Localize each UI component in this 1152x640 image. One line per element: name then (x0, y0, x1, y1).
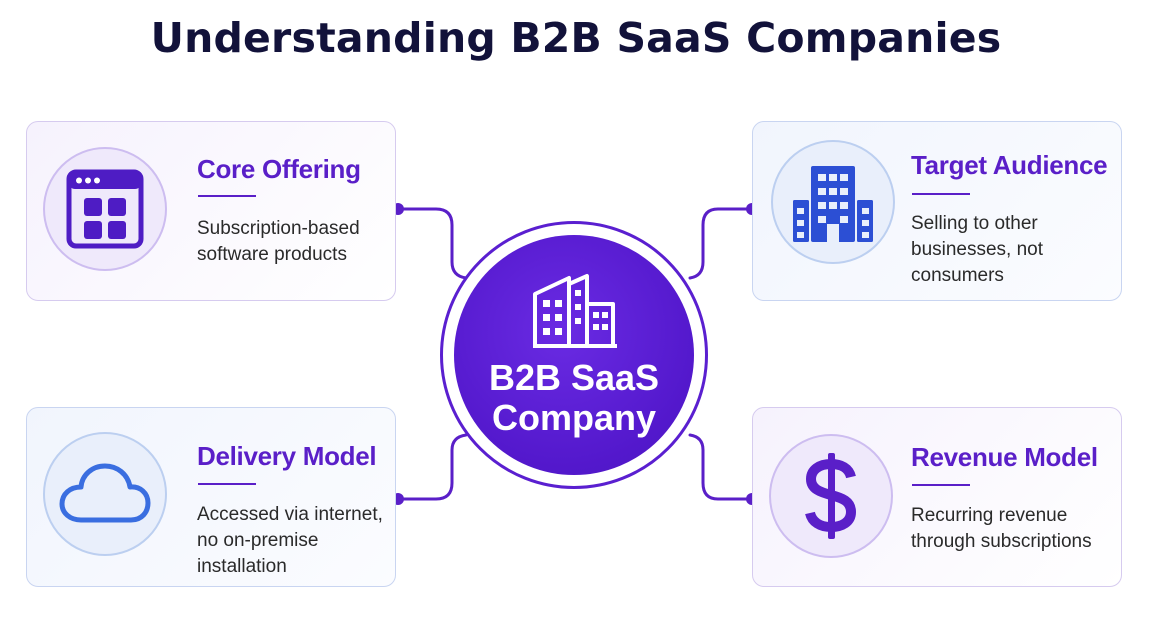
core-offering-icon-circle (43, 147, 167, 271)
card-desc-line: businesses, not (911, 239, 1044, 260)
hub-label-line: Company (491, 397, 657, 438)
connector-core-offering (396, 207, 468, 280)
hub-label: B2B SaaS Company (454, 358, 694, 438)
card-desc-line: consumers (911, 265, 1004, 286)
buildings-icon (533, 274, 617, 348)
card-desc-delivery-model: Accessed via internet, no on-premise ins… (197, 502, 395, 580)
target-audience-icon-circle (771, 140, 895, 264)
delivery-model-icon-circle (43, 432, 167, 556)
connector-target-audience (688, 207, 754, 280)
card-title-delivery-model: Delivery Model (197, 441, 377, 471)
card-desc-revenue-model: Recurring revenue through subscriptions (911, 503, 1116, 555)
card-title-target-audience: Target Audience (911, 150, 1108, 180)
card-revenue-model: Revenue Model Recurring revenue through … (752, 407, 1122, 587)
card-desc-line: software products (197, 244, 347, 265)
hub-circle (454, 235, 694, 475)
card-rule (912, 193, 970, 195)
card-desc-line: Selling to other (911, 213, 1038, 234)
card-delivery-model: Delivery Model Accessed via internet, no… (26, 407, 396, 587)
card-desc-line: through subscriptions (911, 531, 1092, 552)
card-desc-core-offering: Subscription-based software products (197, 216, 392, 268)
connector-delivery-model (396, 433, 468, 501)
card-desc-line: Subscription-based (197, 218, 360, 239)
card-rule (198, 195, 256, 197)
card-target-audience: Target Audience Selling to other busines… (752, 121, 1122, 301)
card-rule (198, 483, 256, 485)
dollar-icon (805, 453, 857, 539)
card-desc-line: installation (197, 556, 287, 577)
card-desc-line: no on-premise (197, 530, 319, 551)
page-title: Understanding B2B SaaS Companies (150, 14, 1002, 62)
card-desc-line: Accessed via internet, (197, 504, 383, 525)
cloud-icon (59, 463, 151, 523)
revenue-model-icon-circle (769, 434, 893, 558)
card-rule (912, 484, 970, 486)
hub-label-line: B2B SaaS (488, 357, 660, 398)
app-window-icon (66, 169, 144, 249)
card-core-offering: Core Offering Subscription-based softwar… (26, 121, 396, 301)
card-desc-line: Recurring revenue (911, 505, 1068, 526)
card-desc-target-audience: Selling to other businesses, not consume… (911, 211, 1106, 289)
connector-revenue-model (688, 433, 754, 501)
office-building-icon (793, 166, 873, 242)
card-title-revenue-model: Revenue Model (911, 442, 1098, 472)
card-title-core-offering: Core Offering (197, 154, 361, 184)
